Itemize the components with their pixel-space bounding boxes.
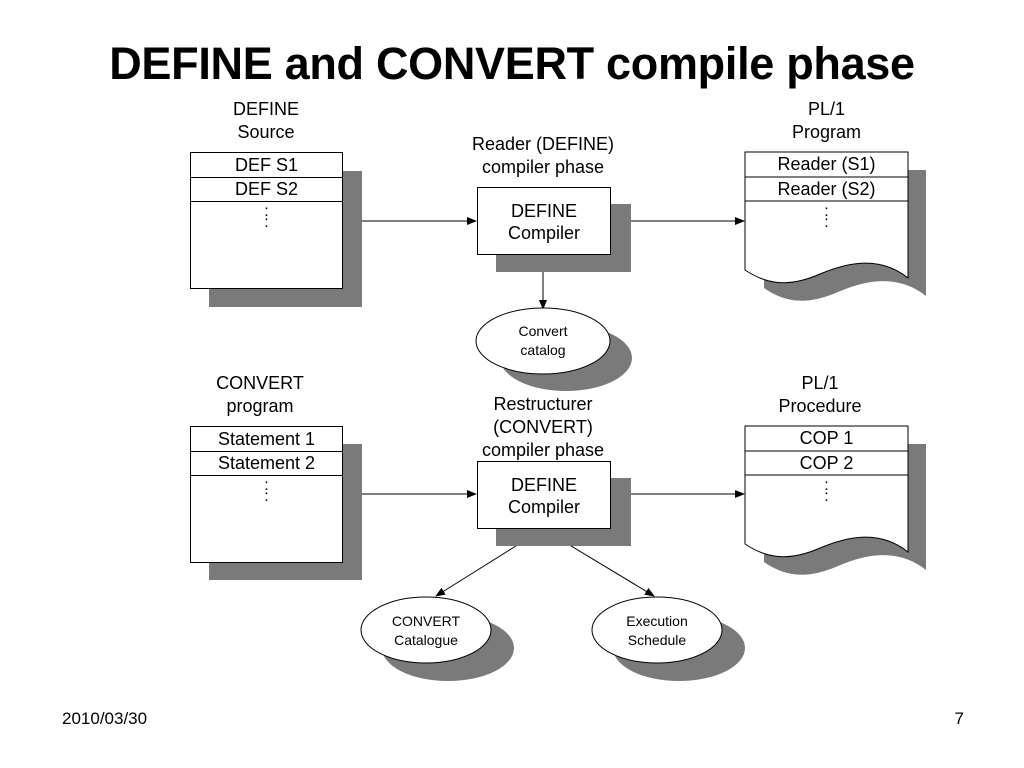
execution-schedule-line2: Schedule bbox=[628, 632, 687, 648]
source-row: Statement 2 bbox=[191, 451, 342, 476]
convert-catalogue-oval: CONVERT Catalogue bbox=[360, 596, 514, 681]
define-source-label: DEFINE Source bbox=[232, 99, 299, 142]
source-row: Statement 1 bbox=[191, 427, 342, 452]
reader-phase-label: Reader (DEFINE) compiler phase bbox=[471, 134, 615, 177]
pl1-program-document bbox=[744, 151, 926, 301]
pl1-procedure-document bbox=[744, 425, 926, 575]
pl1-program-label: PL/1 Program bbox=[791, 99, 862, 142]
convert-catalog-line2: catalog bbox=[520, 342, 565, 358]
ellipsis-dots: : : bbox=[264, 477, 269, 505]
ellipsis-dots: : : bbox=[824, 203, 829, 231]
footer-page-number: 7 bbox=[954, 709, 964, 728]
convert-program-list: Statement 1 Statement 2 : : bbox=[190, 426, 343, 563]
reader-compiler-box: DEFINE Compiler bbox=[477, 187, 611, 255]
output-row: COP 1 bbox=[799, 428, 854, 448]
compiler-text: DEFINE Compiler bbox=[507, 475, 581, 517]
convert-catalog-line1: Convert bbox=[518, 323, 567, 339]
define-source-list: DEF S1 DEF S2 : : bbox=[190, 152, 343, 289]
convert-catalog-oval: Convert catalog bbox=[475, 307, 632, 391]
source-row: DEF S2 bbox=[191, 177, 342, 202]
ellipsis-dots: : : bbox=[264, 203, 269, 231]
output-row: Reader (S1) bbox=[777, 154, 876, 174]
output-row: COP 2 bbox=[799, 453, 854, 473]
output-row: Reader (S2) bbox=[777, 179, 876, 199]
convert-program-label: CONVERT program bbox=[216, 373, 304, 416]
convert-catalogue-line1: CONVERT bbox=[392, 613, 461, 629]
pl1-procedure-label: PL/1 Procedure bbox=[778, 373, 862, 416]
restructurer-phase-label: Restructurer (CONVERT) compiler phase bbox=[481, 394, 605, 460]
pl1-procedure-rows: COP 1 COP 2 : : bbox=[745, 426, 908, 552]
source-row: DEF S1 bbox=[191, 153, 342, 178]
compiler-text: DEFINE Compiler bbox=[507, 201, 581, 243]
convert-catalogue-line2: Catalogue bbox=[394, 632, 458, 648]
execution-schedule-oval: Execution Schedule bbox=[591, 596, 745, 681]
ellipsis-dots: : : bbox=[824, 477, 829, 505]
pl1-program-rows: Reader (S1) Reader (S2) : : bbox=[745, 152, 908, 278]
footer-date: 2010/03/30 bbox=[62, 709, 148, 728]
execution-schedule-line1: Execution bbox=[626, 613, 687, 629]
restructurer-compiler-box: DEFINE Compiler bbox=[477, 461, 611, 529]
slide-title: DEFINE and CONVERT compile phase bbox=[109, 38, 915, 89]
